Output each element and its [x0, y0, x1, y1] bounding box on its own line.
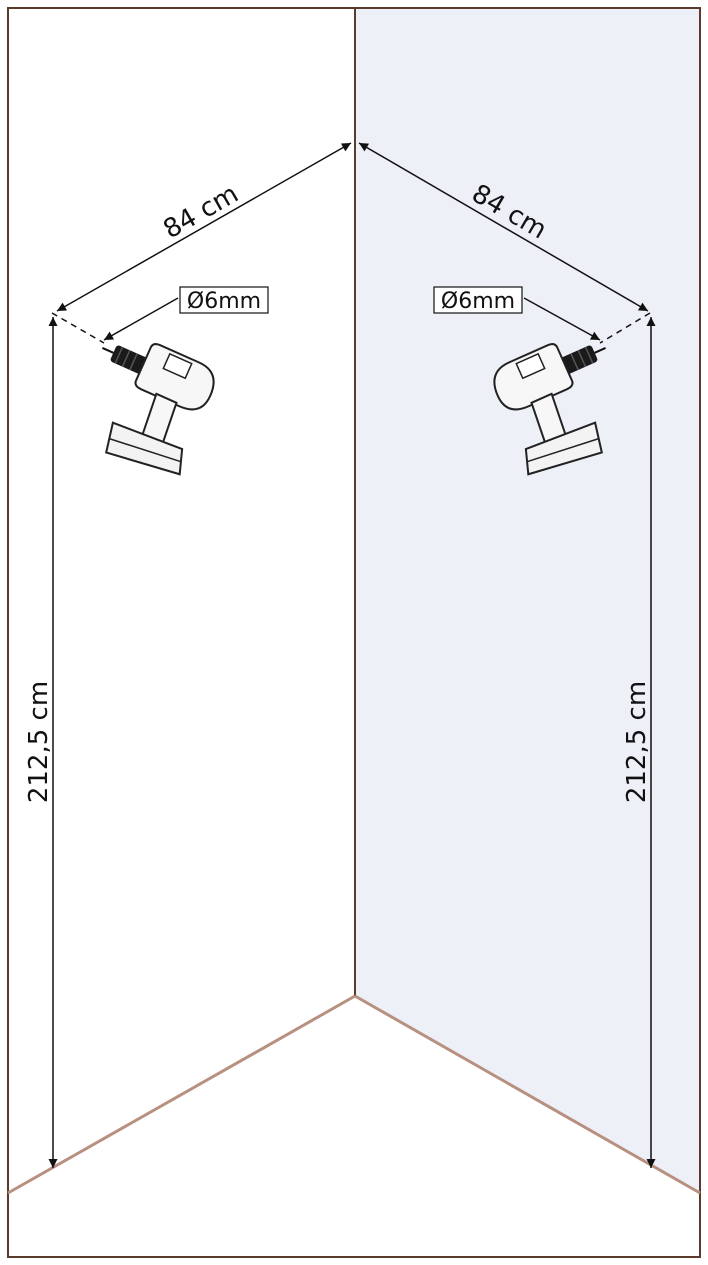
right-drill-size-label: Ø6mm [441, 289, 515, 314]
left-height-label-bg [26, 668, 52, 818]
right-drill-size-box [433, 286, 523, 314]
left-drill-size-label: Ø6mm [187, 289, 261, 314]
left-wall [8, 8, 355, 1193]
left-height-label: 212,5 cm [24, 681, 54, 803]
floor-edge-right [354, 994, 701, 1195]
left-drill-leader [103, 297, 179, 341]
right-drill-reference-line [599, 312, 651, 344]
right-height-label: 212,5 cm [622, 681, 652, 803]
right-wall [355, 8, 700, 1193]
left-drill-size-box [179, 286, 269, 314]
floor-edge-left [7, 994, 356, 1195]
right-height-label-bg [626, 668, 650, 818]
right-width-dimension-line [358, 142, 649, 312]
right-drill-leader [523, 297, 601, 341]
floor [8, 996, 700, 1257]
left-width-dimension-line [56, 142, 352, 312]
